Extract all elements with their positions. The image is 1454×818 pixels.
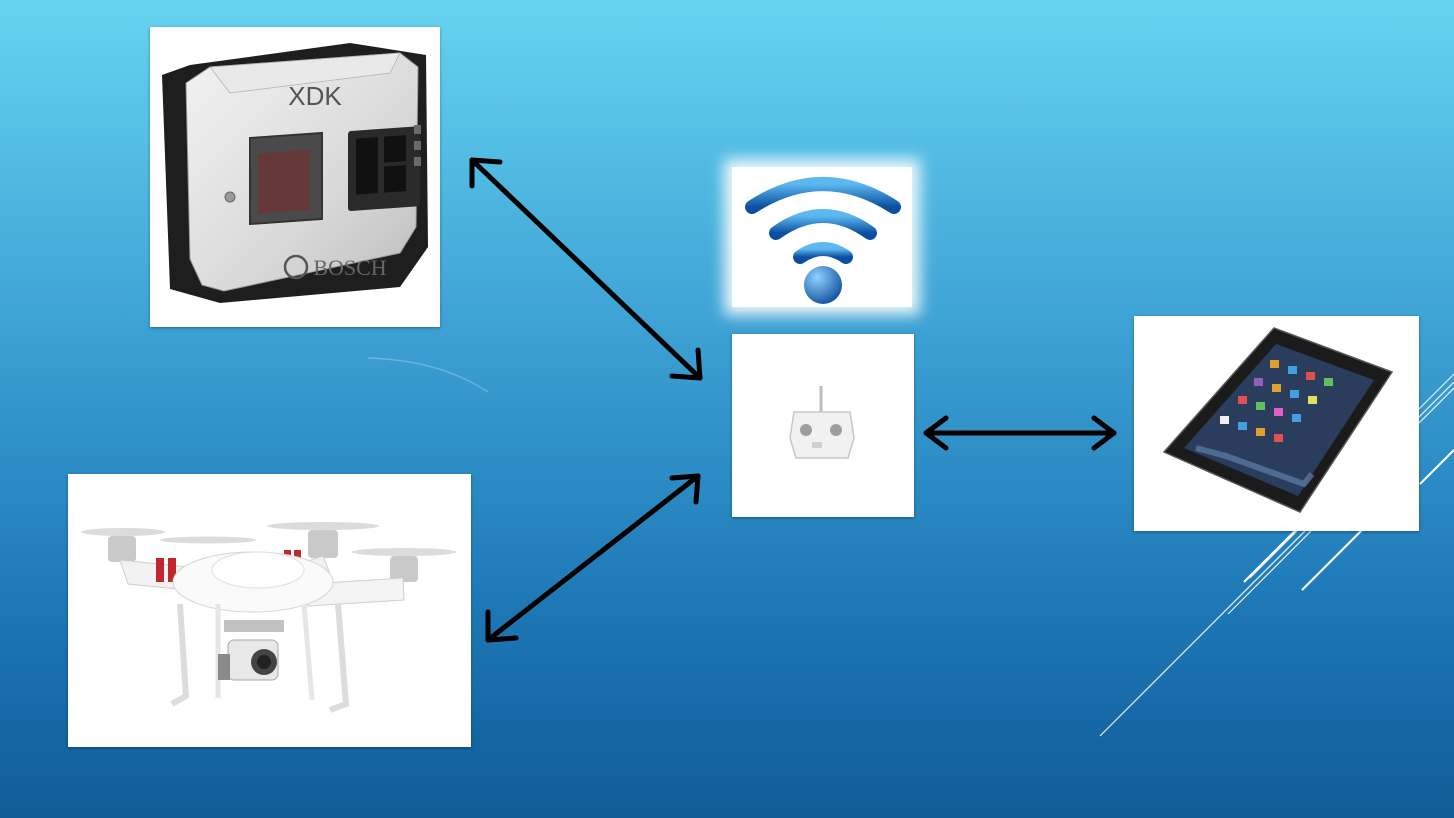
tablet-card	[1134, 316, 1419, 531]
tablet-icon	[1162, 327, 1394, 513]
xdk-sensor-device-icon: XDK BOSCH	[162, 43, 428, 303]
remote-controller-icon	[789, 386, 855, 459]
arrow-drone-remote	[485, 473, 701, 643]
arrow-xdk-remote	[469, 157, 703, 381]
wifi-card	[732, 167, 912, 307]
drone-card	[68, 474, 471, 747]
xdk-device-text: XDK	[288, 81, 342, 111]
remote-controller-card	[732, 334, 914, 517]
quadcopter-drone-icon	[81, 522, 456, 713]
wifi-icon	[745, 177, 901, 304]
bosch-logo-text: BOSCH	[313, 255, 386, 280]
xdk-sensor-card: XDK BOSCH	[150, 27, 440, 327]
